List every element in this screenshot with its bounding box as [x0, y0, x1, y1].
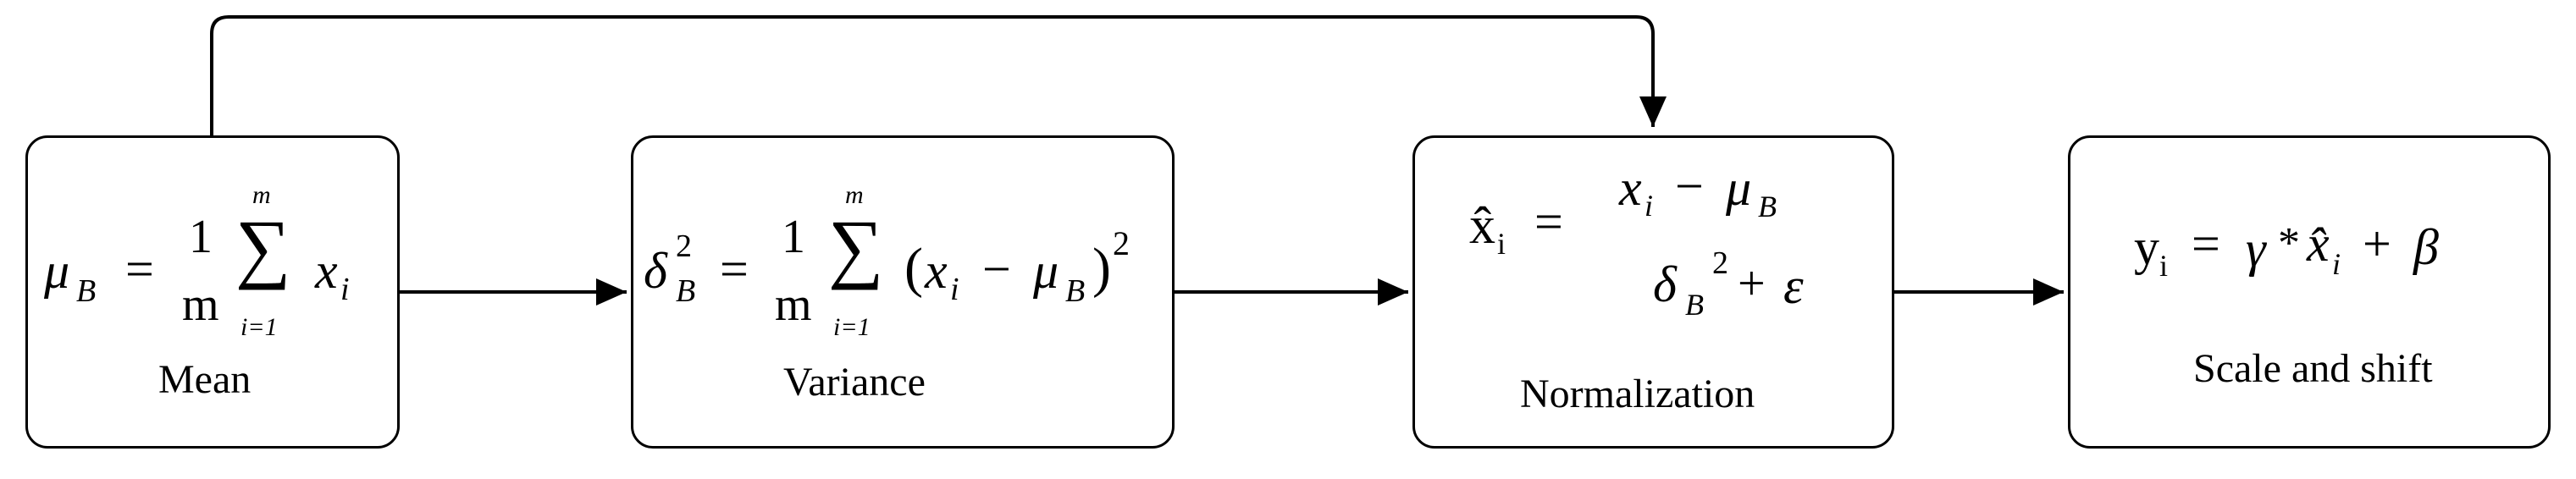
variance-equals: =	[720, 241, 749, 297]
variance-x-subscript: i	[950, 272, 959, 307]
variance-delta-subscript: B	[676, 273, 696, 309]
variance-delta: δ	[644, 243, 667, 299]
variance-label: Variance	[783, 360, 926, 405]
norm-x: x	[1619, 160, 1642, 216]
scale-beta: β	[2413, 219, 2439, 275]
normalization-block	[1412, 135, 1894, 449]
scale-y: y	[2134, 219, 2159, 275]
variance-minus: −	[982, 241, 1011, 297]
variance-x: x	[925, 243, 948, 299]
norm-plus: +	[1738, 256, 1766, 311]
variance-block	[631, 135, 1175, 449]
norm-delta-subscript: B	[1685, 288, 1704, 322]
norm-delta-superscript: 2	[1712, 245, 1728, 281]
scale-gamma: γ	[2246, 221, 2266, 277]
mean-sum-symbol: ∑	[235, 204, 291, 290]
variance-delta-superscript: 2	[676, 228, 692, 264]
norm-xhat: x̂	[1469, 197, 1495, 255]
mean-mu-subscript: B	[76, 273, 97, 309]
variance-mu: μ	[1033, 243, 1059, 299]
scale-shift-block	[2068, 135, 2551, 449]
scale-star: *	[2278, 219, 2300, 267]
scale-xhat-subscript: i	[2332, 247, 2341, 281]
mean-x: x	[315, 243, 338, 299]
scale-shift-label: Scale and shift	[2193, 346, 2433, 391]
variance-sum-lower: i=1	[833, 313, 871, 341]
norm-xhat-subscript: i	[1497, 227, 1506, 261]
mean-mu: μ	[44, 243, 70, 299]
variance-numerator: 1	[782, 211, 805, 263]
skip-connection-arrow	[210, 15, 1667, 135]
mean-numerator: 1	[189, 211, 213, 263]
normalization-label: Normalization	[1520, 372, 1755, 416]
mean-denominator: m	[182, 278, 219, 331]
variance-right-paren: )	[1092, 237, 1111, 299]
scale-plus: +	[2363, 216, 2391, 272]
variance-square-superscript: 2	[1113, 224, 1130, 262]
mean-label: Mean	[158, 357, 252, 402]
variance-sum-upper: m	[845, 181, 864, 209]
mean-sum-upper: m	[252, 181, 271, 209]
mean-equals: =	[125, 241, 154, 297]
scale-y-subscript: i	[2159, 249, 2169, 283]
variance-denominator: m	[775, 278, 812, 331]
mean-x-subscript: i	[340, 272, 350, 307]
mean-sum-lower: i=1	[240, 313, 278, 341]
norm-x-subscript: i	[1645, 189, 1654, 223]
norm-epsilon: ε	[1783, 258, 1804, 314]
mean-block	[25, 135, 400, 449]
norm-mu-subscript: B	[1758, 190, 1777, 223]
scale-xhat: x̂	[2307, 216, 2330, 272]
variance-sum-symbol: ∑	[828, 204, 884, 290]
norm-delta: δ	[1653, 256, 1677, 312]
norm-minus: −	[1675, 158, 1704, 214]
variance-left-paren: (	[904, 237, 923, 299]
norm-equals: =	[1534, 194, 1563, 250]
norm-mu: μ	[1726, 160, 1752, 216]
variance-mu-subscript: B	[1065, 273, 1086, 309]
scale-equals: =	[2192, 216, 2220, 272]
